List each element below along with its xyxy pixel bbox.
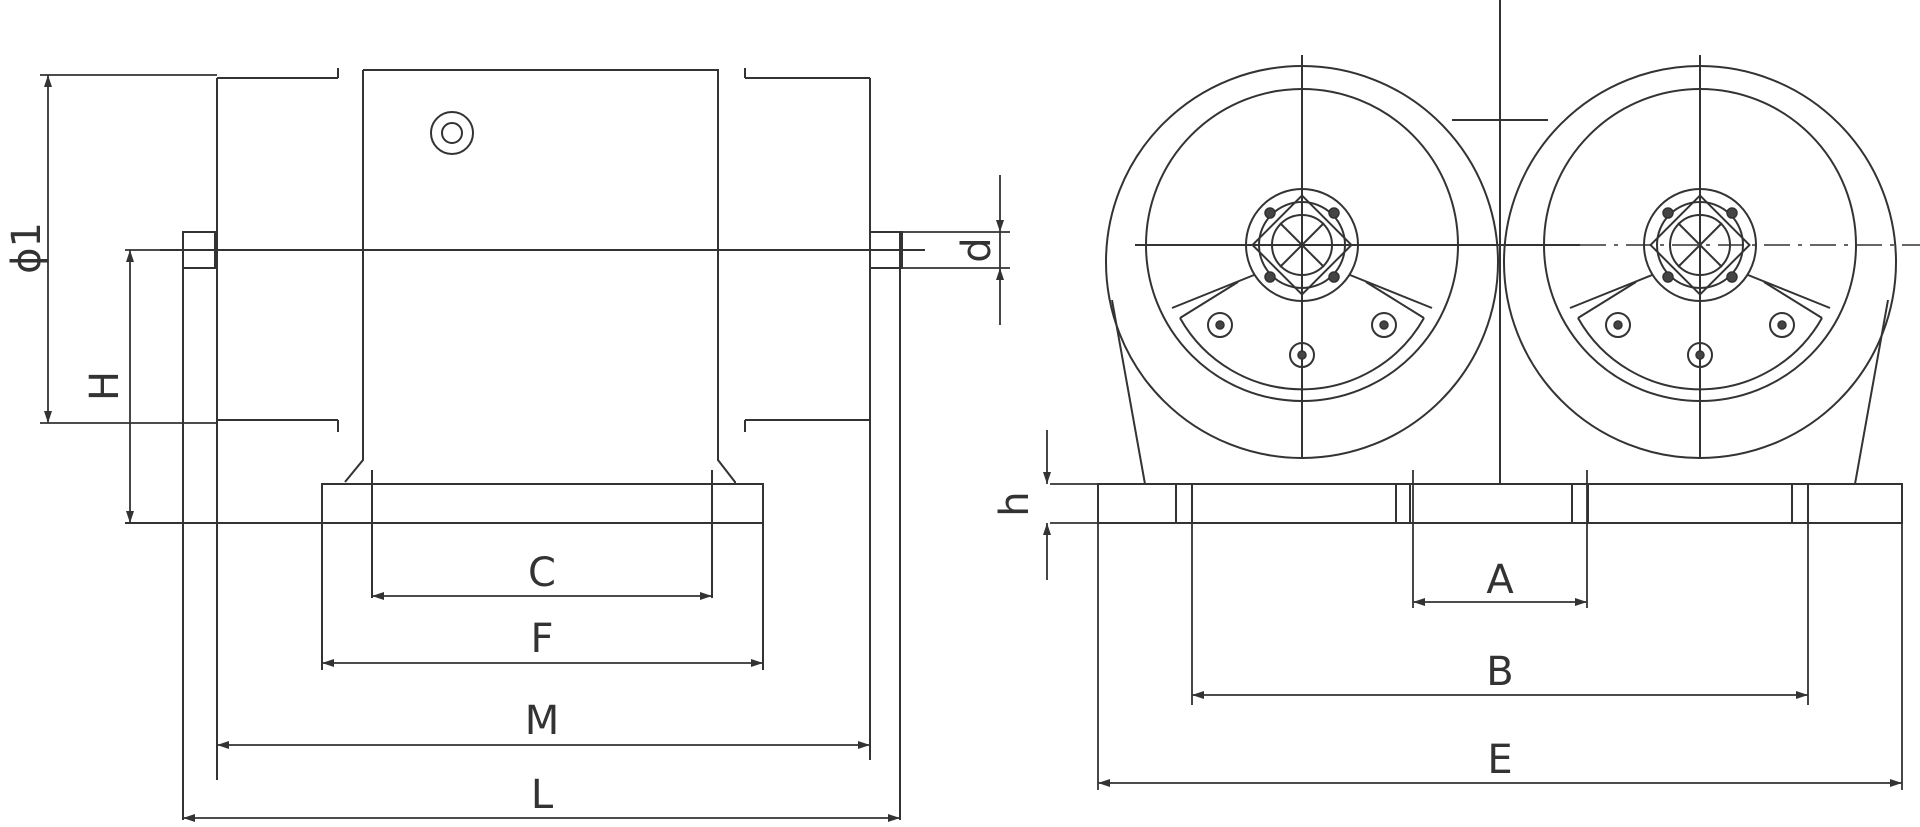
drum-left-hub-mid bbox=[1258, 201, 1346, 289]
shaft-boss-right bbox=[870, 231, 903, 820]
drum-left-weight-bolt-right bbox=[1371, 312, 1397, 338]
drum-left-hub-bolt bbox=[1264, 271, 1276, 283]
drum-right-weight-bolt-bottom-core bbox=[1695, 350, 1705, 360]
drum-left-weight-spokes bbox=[1171, 274, 1433, 309]
drum-left-support-leg bbox=[1111, 299, 1146, 485]
drum-right-weight-sides bbox=[1577, 281, 1823, 319]
base-plate-holes bbox=[1175, 484, 1809, 523]
label-A: A bbox=[1486, 557, 1514, 603]
drum-left-hub-bolt bbox=[1264, 207, 1276, 219]
drum-left-weight-bolt-right-core bbox=[1379, 320, 1389, 330]
label-M: M bbox=[525, 698, 560, 744]
drum-right-weight-bolt-left-core bbox=[1613, 320, 1623, 330]
drum-left-weight-sides bbox=[1179, 281, 1425, 319]
drum-left-hub-flange bbox=[1251, 194, 1353, 296]
motor-body-outline bbox=[344, 69, 736, 485]
drum-left-hub-bolt bbox=[1328, 271, 1340, 283]
drum-right-hub-flange bbox=[1649, 194, 1751, 296]
drum-left-hub-outer bbox=[1245, 188, 1359, 302]
label-d: d bbox=[954, 237, 1000, 262]
front-view: h A B E bbox=[992, 0, 1920, 790]
label-F: F bbox=[530, 616, 553, 662]
drum-left bbox=[1105, 55, 1499, 485]
drum-right-hub-bolt bbox=[1726, 207, 1738, 219]
drum-left-hub-bolt bbox=[1328, 207, 1340, 219]
label-B: B bbox=[1486, 649, 1513, 695]
drum-left-weight-bolt-bottom bbox=[1289, 342, 1315, 368]
shaft-boss-left bbox=[182, 231, 216, 820]
drum-left-weight-arc bbox=[1179, 317, 1425, 391]
terminal-circle-outer bbox=[430, 111, 474, 155]
base-plate bbox=[1097, 483, 1903, 524]
label-h: h bbox=[992, 491, 1038, 516]
drum-right-hub-inner bbox=[1669, 214, 1731, 276]
drum-right-weight-spokes bbox=[1569, 274, 1831, 309]
drum-right-hub-bolt bbox=[1726, 271, 1738, 283]
drum-outline-right bbox=[744, 68, 871, 760]
drum-left-weight-bolt-left bbox=[1207, 312, 1233, 338]
mounting-foot bbox=[321, 483, 764, 524]
drum-right-weight-bolt-bottom bbox=[1687, 342, 1713, 368]
drum-right-hub-diag2 bbox=[1677, 222, 1723, 268]
terminal-circle-inner bbox=[441, 122, 463, 144]
label-phi1: ϕ1 bbox=[4, 222, 50, 274]
label-E: E bbox=[1487, 737, 1512, 783]
label-C: C bbox=[528, 550, 556, 596]
drum-left-weight-bolt-bottom-core bbox=[1297, 350, 1307, 360]
drum-right bbox=[1503, 55, 1897, 485]
drum-left-hub-inner bbox=[1271, 214, 1333, 276]
drum-right-hub-mid bbox=[1656, 201, 1744, 289]
drum-right-weight-bolt-right-core bbox=[1777, 320, 1787, 330]
drum-right-weight-bolt-right bbox=[1769, 312, 1795, 338]
drum-right-hub-outer bbox=[1643, 188, 1757, 302]
drum-right-hub-bolt bbox=[1662, 207, 1674, 219]
drum-outline-left bbox=[216, 68, 339, 780]
label-H: H bbox=[82, 371, 128, 401]
drum-left-weight-bolt-left-core bbox=[1215, 320, 1225, 330]
label-L: L bbox=[531, 772, 554, 818]
drum-left-hub-diag2 bbox=[1279, 222, 1325, 268]
side-view: ϕ1 H d C F M L bbox=[4, 68, 1010, 822]
drum-right-weight-bolt-left bbox=[1605, 312, 1631, 338]
drum-right-support-leg bbox=[1854, 299, 1889, 485]
drum-right-hub-bolt bbox=[1662, 271, 1674, 283]
drum-right-weight-arc bbox=[1577, 317, 1823, 391]
